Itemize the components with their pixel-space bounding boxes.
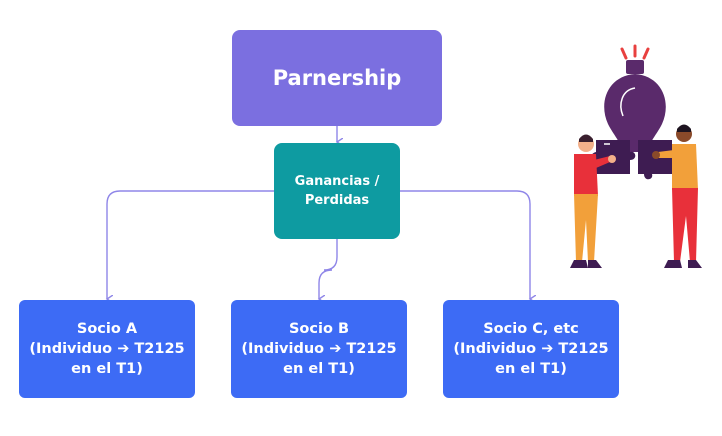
middle-node-label: Ganancias / Perdidas: [294, 174, 380, 208]
leaf-node-line2: (Individuo ➔ T2125: [241, 341, 397, 357]
root-node-parnership: Parnership: [232, 30, 442, 126]
leaf-node-line3: en el T1): [283, 361, 355, 377]
root-node-label: Parnership: [272, 66, 402, 90]
puzzle-lightbulb-teamwork-icon: [570, 44, 702, 268]
leaf-node-title: Socio B: [288, 321, 350, 337]
middle-node-ganancias-perdidas: Ganancias / Perdidas: [274, 143, 400, 239]
connector-middle-socio-c: [400, 190, 530, 299]
leaf-node-title: Socio A: [76, 321, 138, 337]
connector-middle-socio-b: [319, 239, 338, 299]
leaf-node-line2: (Individuo ➔ T2125: [453, 341, 609, 357]
connector-middle-socio-a: [107, 190, 274, 299]
leaf-node-socio-c: Socio C, etc (Individuo ➔ T2125 en el T1…: [443, 300, 619, 398]
leaf-node-title: Socio C, etc: [483, 321, 579, 337]
leaf-node-line3: en el T1): [495, 361, 567, 377]
leaf-node-socio-a: Socio A (Individuo ➔ T2125 en el T1): [19, 300, 195, 398]
leaf-node-socio-b: Socio B (Individuo ➔ T2125 en el T1): [231, 300, 407, 398]
leaf-node-line3: en el T1): [71, 361, 143, 377]
leaf-node-line2: (Individuo ➔ T2125: [29, 341, 185, 357]
